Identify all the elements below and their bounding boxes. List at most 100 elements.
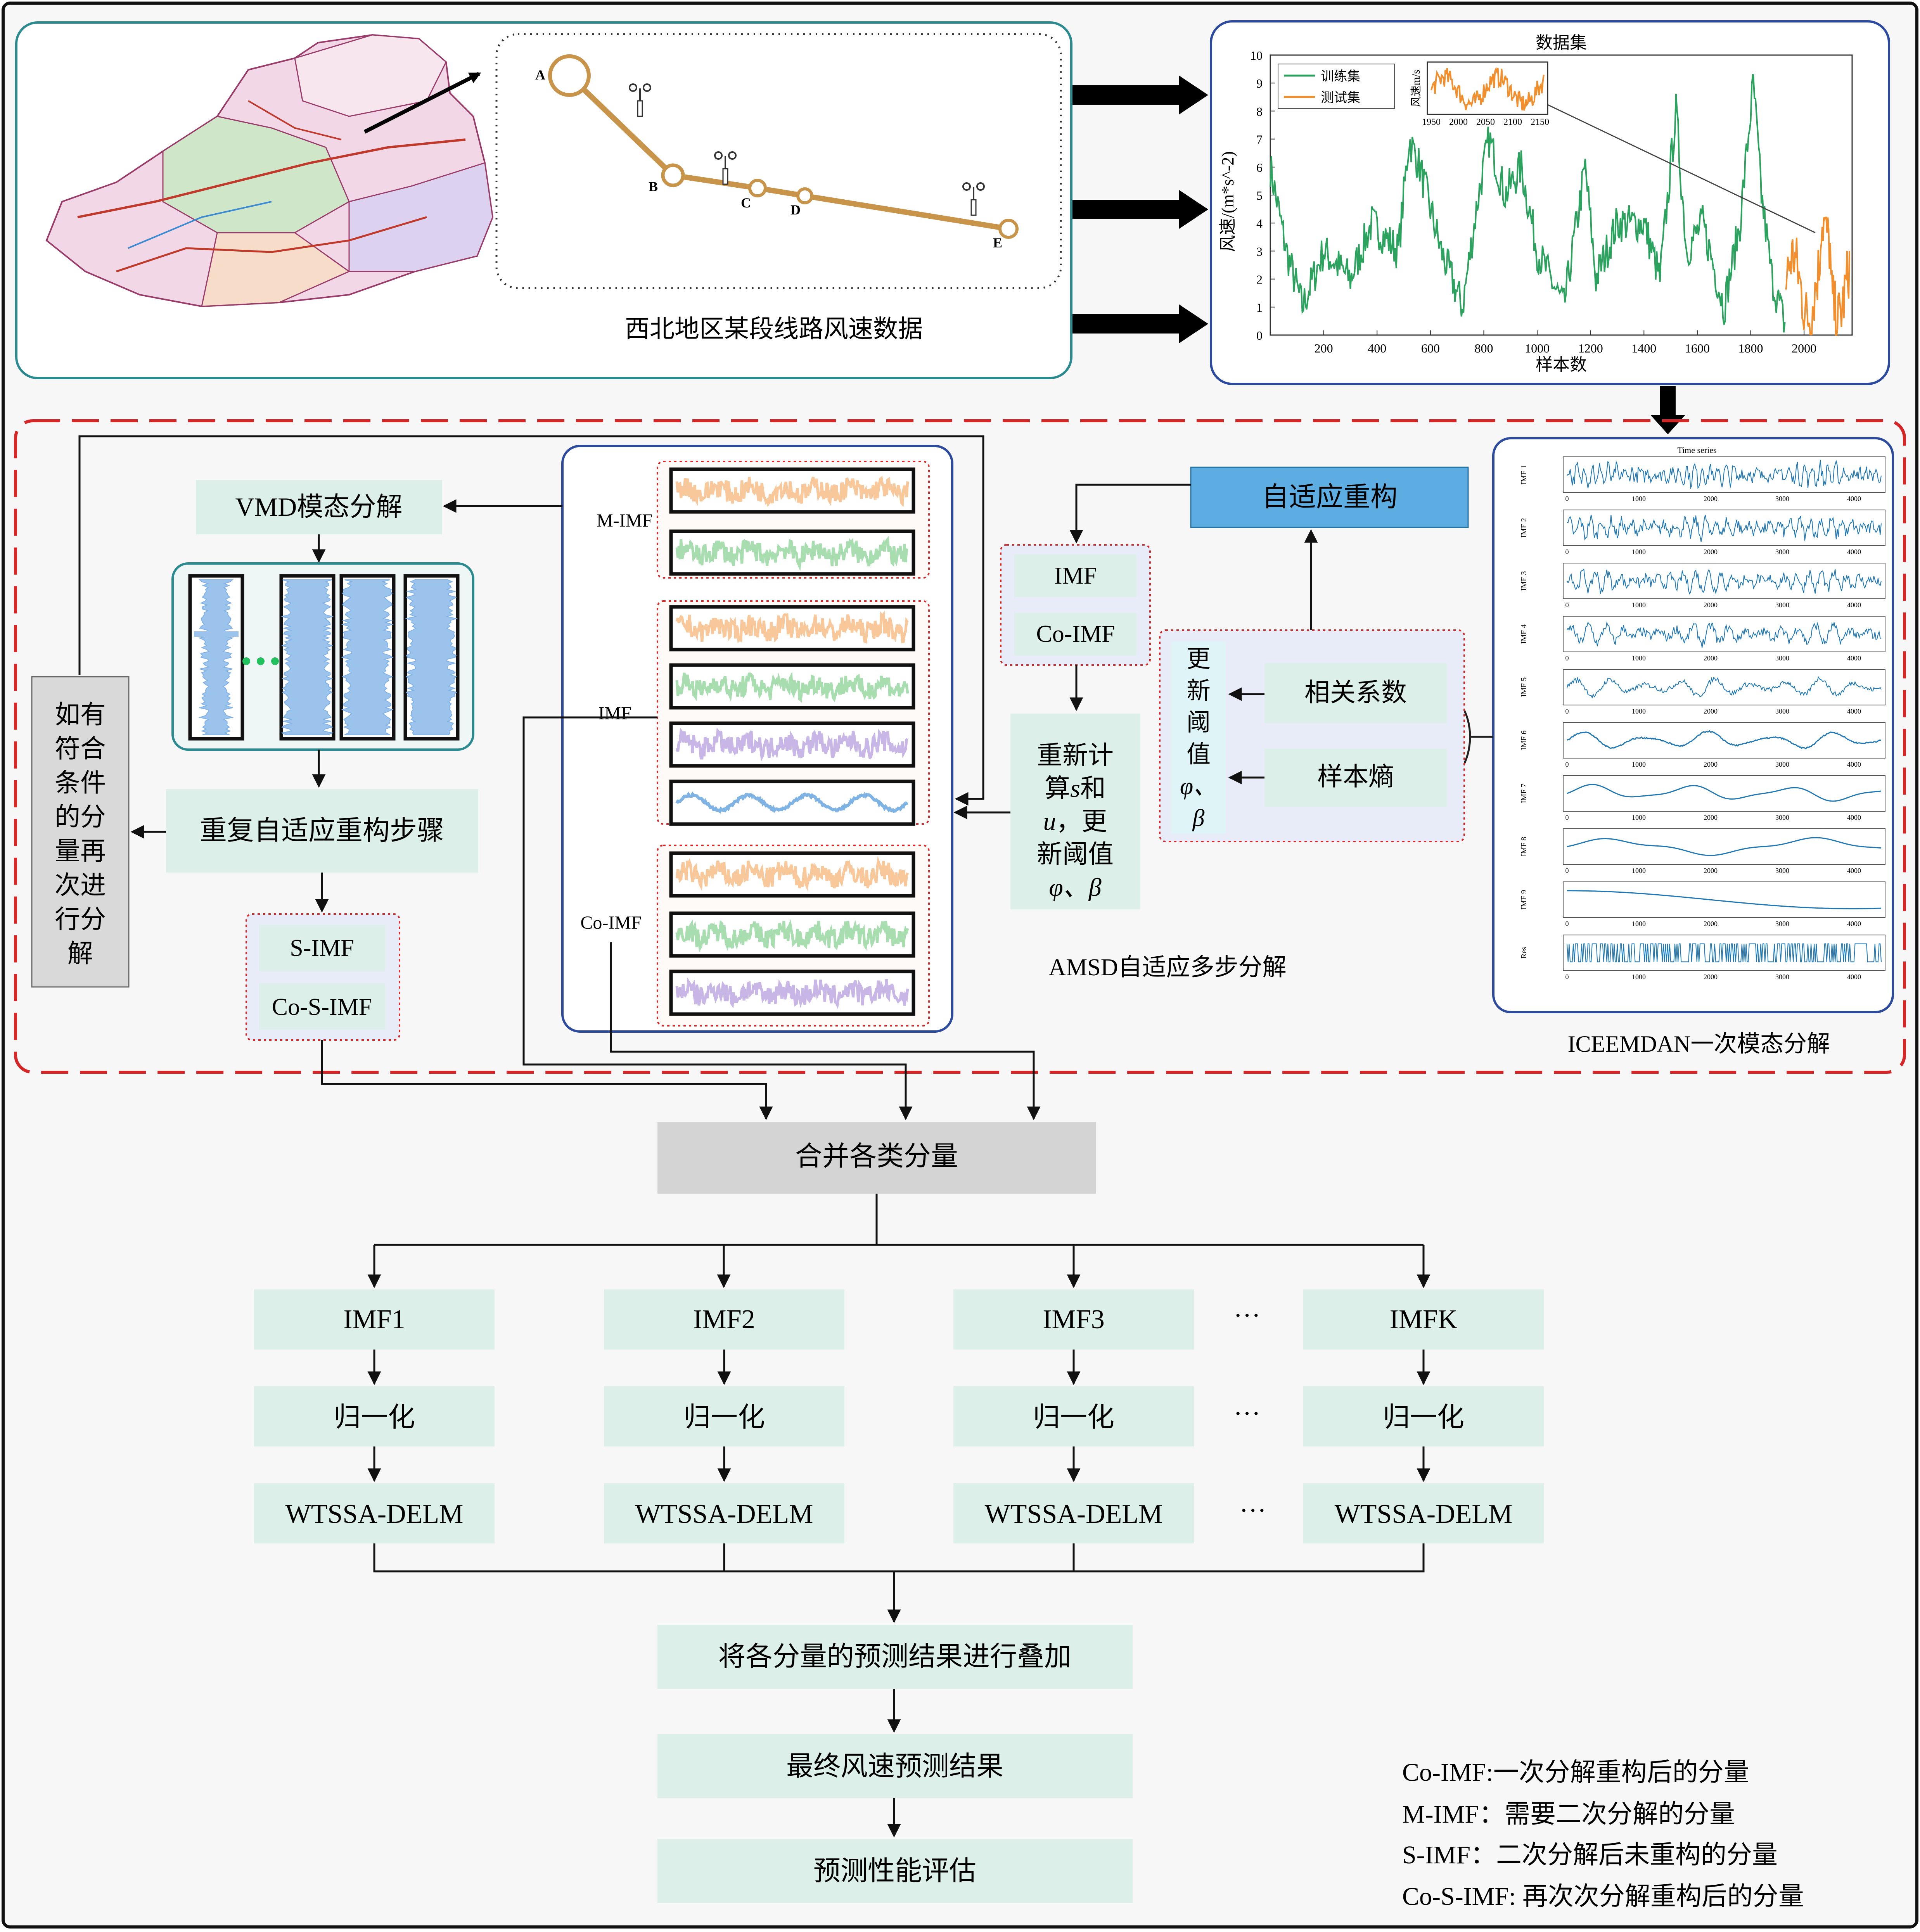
imf-panel-tick: 1000 bbox=[1632, 814, 1646, 821]
simf-text: S-IMF bbox=[290, 935, 354, 961]
inset-tick-label: 2050 bbox=[1476, 117, 1495, 127]
imf-panel-tick: 4000 bbox=[1847, 867, 1861, 874]
vmd-box bbox=[196, 480, 442, 534]
imf-panel-tick: 2000 bbox=[1704, 601, 1718, 609]
model-box-2 bbox=[604, 1483, 844, 1543]
x-tick-label: 2000 bbox=[1792, 341, 1816, 355]
normalize-text-3: 归一化 bbox=[1033, 1403, 1114, 1433]
amsd-caption: AMSD自适应多步分解 bbox=[1048, 954, 1286, 981]
imfk-text: IMFK bbox=[1389, 1305, 1457, 1334]
imf-stack-signal bbox=[675, 791, 908, 814]
map-panel: A B C D E 西北地区某段线路风速数据 bbox=[15, 21, 1072, 379]
repeat-text: 重复自适应重构步骤 bbox=[200, 816, 444, 846]
correlation-box bbox=[1264, 663, 1447, 723]
imf2-box bbox=[604, 1289, 844, 1350]
x-tick-label: 1800 bbox=[1738, 341, 1763, 355]
repeat-box bbox=[166, 789, 478, 873]
imf-box bbox=[1014, 555, 1136, 597]
y-tick-label: 7 bbox=[1256, 133, 1263, 147]
x-tick-label: 1600 bbox=[1685, 341, 1710, 355]
imf-panel-tick: 0 bbox=[1565, 548, 1569, 556]
dataset-ylabel: 风速/(m*s^-2) bbox=[1218, 151, 1237, 252]
imf-panel-tick: 2000 bbox=[1704, 920, 1718, 928]
y-tick-label: 2 bbox=[1256, 273, 1263, 287]
imf-panel-label: IMF 2 bbox=[1520, 518, 1528, 538]
imf-panel-tick: 4000 bbox=[1847, 707, 1861, 715]
vmd-mode-signal bbox=[405, 579, 458, 735]
imf-panel-signal bbox=[1567, 943, 1882, 963]
normalize-text-2: 归一化 bbox=[683, 1403, 765, 1433]
iceemdan-caption: ICEEMDAN一次模态分解 bbox=[1568, 1031, 1830, 1057]
ellipsis-imf: ··· bbox=[1233, 1301, 1261, 1331]
evaluate-text: 预测性能评估 bbox=[813, 1856, 976, 1886]
group-label-imf: IMF bbox=[598, 703, 631, 724]
imf-panel-tick: 0 bbox=[1565, 973, 1569, 981]
reconstruct-to-imf-arrow bbox=[1069, 484, 1191, 544]
y-tick-label: 1 bbox=[1256, 301, 1263, 315]
cosimf-text: Co-S-IMF bbox=[272, 994, 372, 1020]
imf-panel-tick: 4000 bbox=[1847, 548, 1861, 556]
vmd-mode-signal bbox=[280, 579, 334, 735]
merge-text: 合并各类分量 bbox=[795, 1142, 958, 1172]
imf-panel-signal bbox=[1567, 837, 1882, 856]
inset-tick-label: 2100 bbox=[1503, 117, 1522, 127]
y-tick-label: 0 bbox=[1256, 328, 1263, 342]
dataset-xlabel: 样本数 bbox=[1536, 355, 1587, 374]
data-flow-arrows bbox=[1072, 76, 1208, 343]
imf-panel-tick: 3000 bbox=[1775, 654, 1789, 662]
normalize-box-k bbox=[1303, 1386, 1544, 1446]
y-tick-label: 10 bbox=[1250, 48, 1263, 62]
imf-panel-tick: 0 bbox=[1565, 654, 1569, 662]
merge-box bbox=[657, 1122, 1096, 1194]
vmd-ellipsis-dot bbox=[242, 657, 250, 665]
imf-stack-signal bbox=[675, 671, 909, 703]
imf-panel-tick: 4000 bbox=[1847, 760, 1861, 768]
imf-stack-signal bbox=[675, 856, 909, 892]
imf-panel-tick: 0 bbox=[1565, 495, 1569, 503]
line-inset bbox=[495, 33, 1062, 289]
imf-panel-frame bbox=[1563, 510, 1885, 546]
imf-panel-tick: 3000 bbox=[1775, 973, 1789, 981]
anemometer-icon bbox=[629, 83, 651, 117]
imf-panel-signal bbox=[1567, 621, 1882, 648]
legend-train: 训练集 bbox=[1321, 69, 1360, 84]
model-text-3: WTSSA-DELM bbox=[985, 1499, 1163, 1529]
imf-panel-signal bbox=[1567, 568, 1882, 595]
imf-panel-tick: 1000 bbox=[1632, 973, 1646, 981]
imf-panel-tick: 0 bbox=[1565, 707, 1569, 715]
imf-stack-signal bbox=[675, 919, 909, 952]
imf-panel-frame bbox=[1563, 775, 1885, 812]
normalize-text-k: 归一化 bbox=[1383, 1403, 1464, 1433]
loop-note-box bbox=[31, 676, 130, 988]
imf-panel-frame bbox=[1563, 881, 1885, 918]
station-label-e: E bbox=[993, 235, 1002, 251]
update-threshold-box bbox=[1171, 642, 1226, 834]
normalize-box-2 bbox=[604, 1386, 844, 1446]
y-tick-label: 5 bbox=[1256, 188, 1263, 202]
imf-panel-tick: 2000 bbox=[1704, 548, 1718, 556]
superpose-text: 将各分量的预测结果进行叠加 bbox=[718, 1642, 1071, 1672]
imf-panel-tick: 0 bbox=[1565, 601, 1569, 609]
note-cosimf: Co-S-IMF: 再次次分解重构后的分量 bbox=[1402, 1882, 1804, 1911]
imf-panel-tick: 0 bbox=[1565, 867, 1569, 874]
simf-box bbox=[259, 925, 385, 971]
inset-ylabel: 风速m/s bbox=[1410, 70, 1422, 107]
imf-panel-tick: 1000 bbox=[1632, 867, 1646, 874]
loop-path bbox=[78, 435, 984, 806]
imf-panel-tick: 3000 bbox=[1775, 760, 1789, 768]
loop-note-text: 如有符合条件的分量再次进行分解 bbox=[55, 701, 106, 968]
imf-panel-tick: 2000 bbox=[1704, 973, 1718, 981]
entropy-box bbox=[1264, 748, 1447, 807]
imf-panel-tick: 4000 bbox=[1847, 654, 1861, 662]
inset-pointer bbox=[1547, 104, 1816, 233]
imf-panel-tick: 1000 bbox=[1632, 495, 1646, 503]
coimfgroup-to-merge bbox=[610, 942, 1041, 1120]
imf1-box bbox=[254, 1289, 495, 1350]
inset-tick-label: 2150 bbox=[1531, 117, 1549, 127]
imf-panel-tick: 0 bbox=[1565, 814, 1569, 821]
imf-panel-tick: 2000 bbox=[1704, 867, 1718, 874]
cosimf-box bbox=[259, 983, 385, 1030]
station-label-b: B bbox=[649, 179, 658, 194]
